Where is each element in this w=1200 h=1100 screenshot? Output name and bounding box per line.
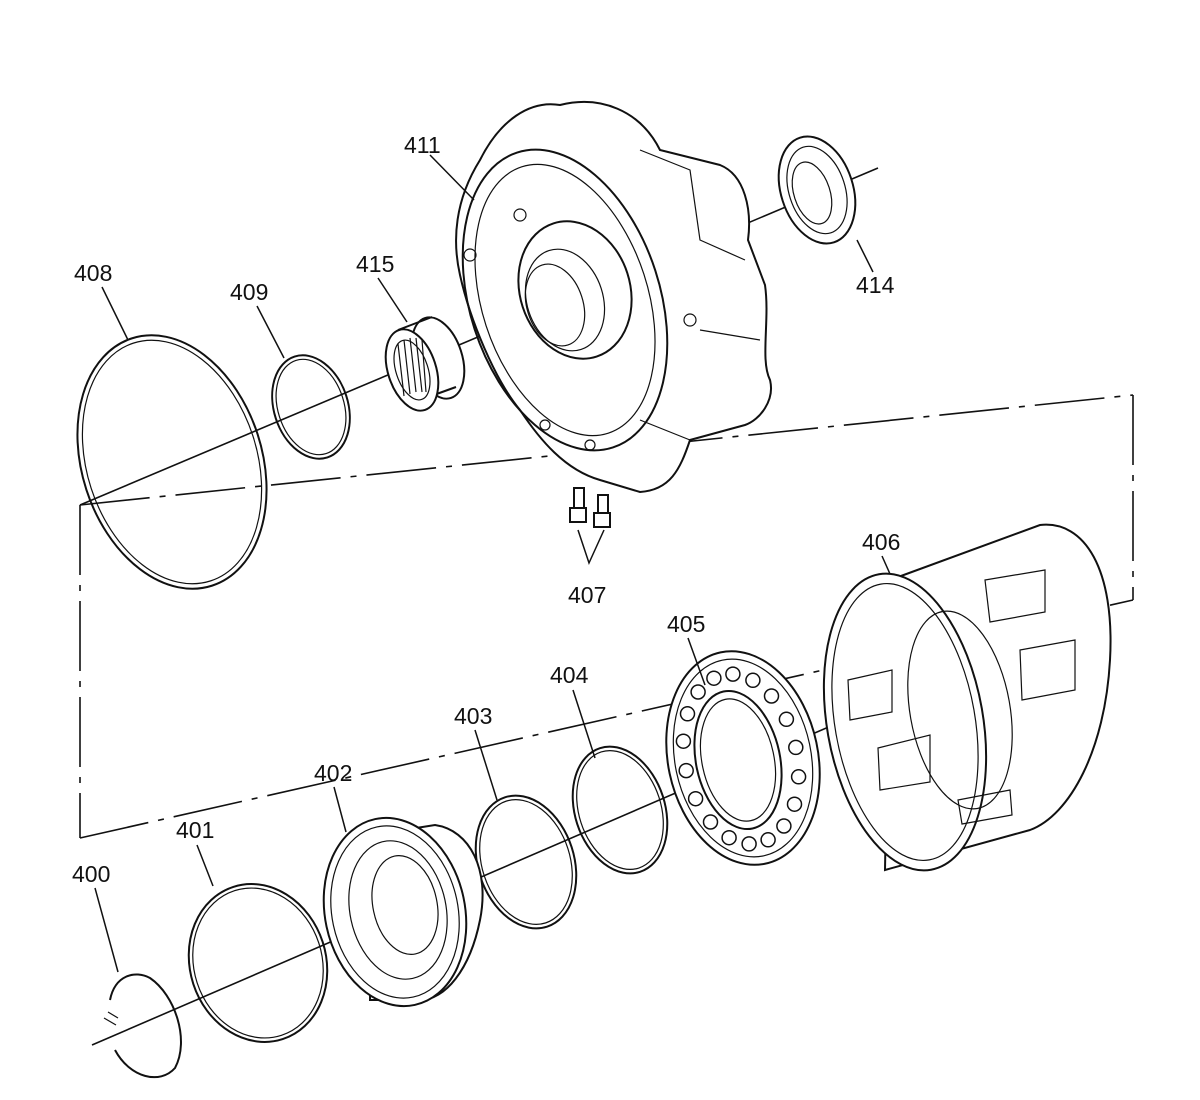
leader-408 [101, 286, 129, 341]
part-405-spring-assembly [665, 650, 821, 866]
label-414: 414 [856, 272, 895, 298]
label-408: 408 [74, 260, 112, 286]
part-408-ring [76, 334, 268, 590]
spring-coil [706, 670, 722, 686]
part-411-housing [455, 101, 772, 494]
leader-400 [94, 887, 119, 973]
label-406: 406 [862, 529, 900, 555]
label-402: 402 [314, 760, 352, 786]
spring-coil [690, 684, 706, 700]
part-400-snap-ring [103, 973, 182, 1079]
leader-401 [196, 844, 214, 887]
spring-coil [679, 706, 696, 722]
spring-coil [776, 818, 792, 834]
part-402-piston [322, 816, 484, 1008]
leader-402 [333, 786, 347, 833]
spring-coil [702, 814, 719, 830]
spring-coil [745, 672, 761, 689]
leader-406 [881, 555, 891, 575]
leader-414 [856, 239, 874, 273]
label-407: 407 [568, 582, 606, 608]
part-404-ring [571, 745, 669, 875]
spring-coil [786, 796, 803, 812]
label-401: 401 [176, 817, 214, 843]
part-409-ring [271, 354, 351, 460]
label-403: 403 [454, 703, 492, 729]
spring-coil [788, 739, 804, 756]
label-404: 404 [550, 662, 589, 688]
part-415-needle-bearing [384, 316, 466, 412]
spring-coil [790, 769, 807, 785]
leader-411 [429, 154, 475, 201]
label-415: 415 [356, 251, 394, 277]
part-406-drum [822, 523, 1112, 872]
spring-coil [687, 790, 704, 807]
spring-coil [763, 688, 780, 704]
label-405: 405 [667, 611, 705, 637]
label-411: 411 [404, 132, 441, 158]
spring-coil [760, 832, 776, 848]
leader-407 [577, 529, 605, 566]
leader-409 [256, 305, 285, 359]
spring-coils [675, 666, 807, 852]
spring-coil [678, 762, 694, 779]
leader-404 [572, 689, 596, 759]
part-414-seal [777, 135, 857, 245]
part-407-bolts [569, 487, 611, 528]
leader-405 [687, 637, 706, 686]
leader-403 [474, 729, 498, 801]
spring-coil [778, 711, 795, 728]
label-409: 409 [230, 279, 268, 305]
part-401-ring [187, 883, 329, 1043]
label-400: 400 [72, 861, 110, 887]
spring-coil [741, 836, 757, 852]
leader-415 [377, 277, 408, 323]
spring-coil [725, 666, 741, 682]
spring-coil [675, 733, 692, 749]
spring-coil [721, 829, 737, 846]
